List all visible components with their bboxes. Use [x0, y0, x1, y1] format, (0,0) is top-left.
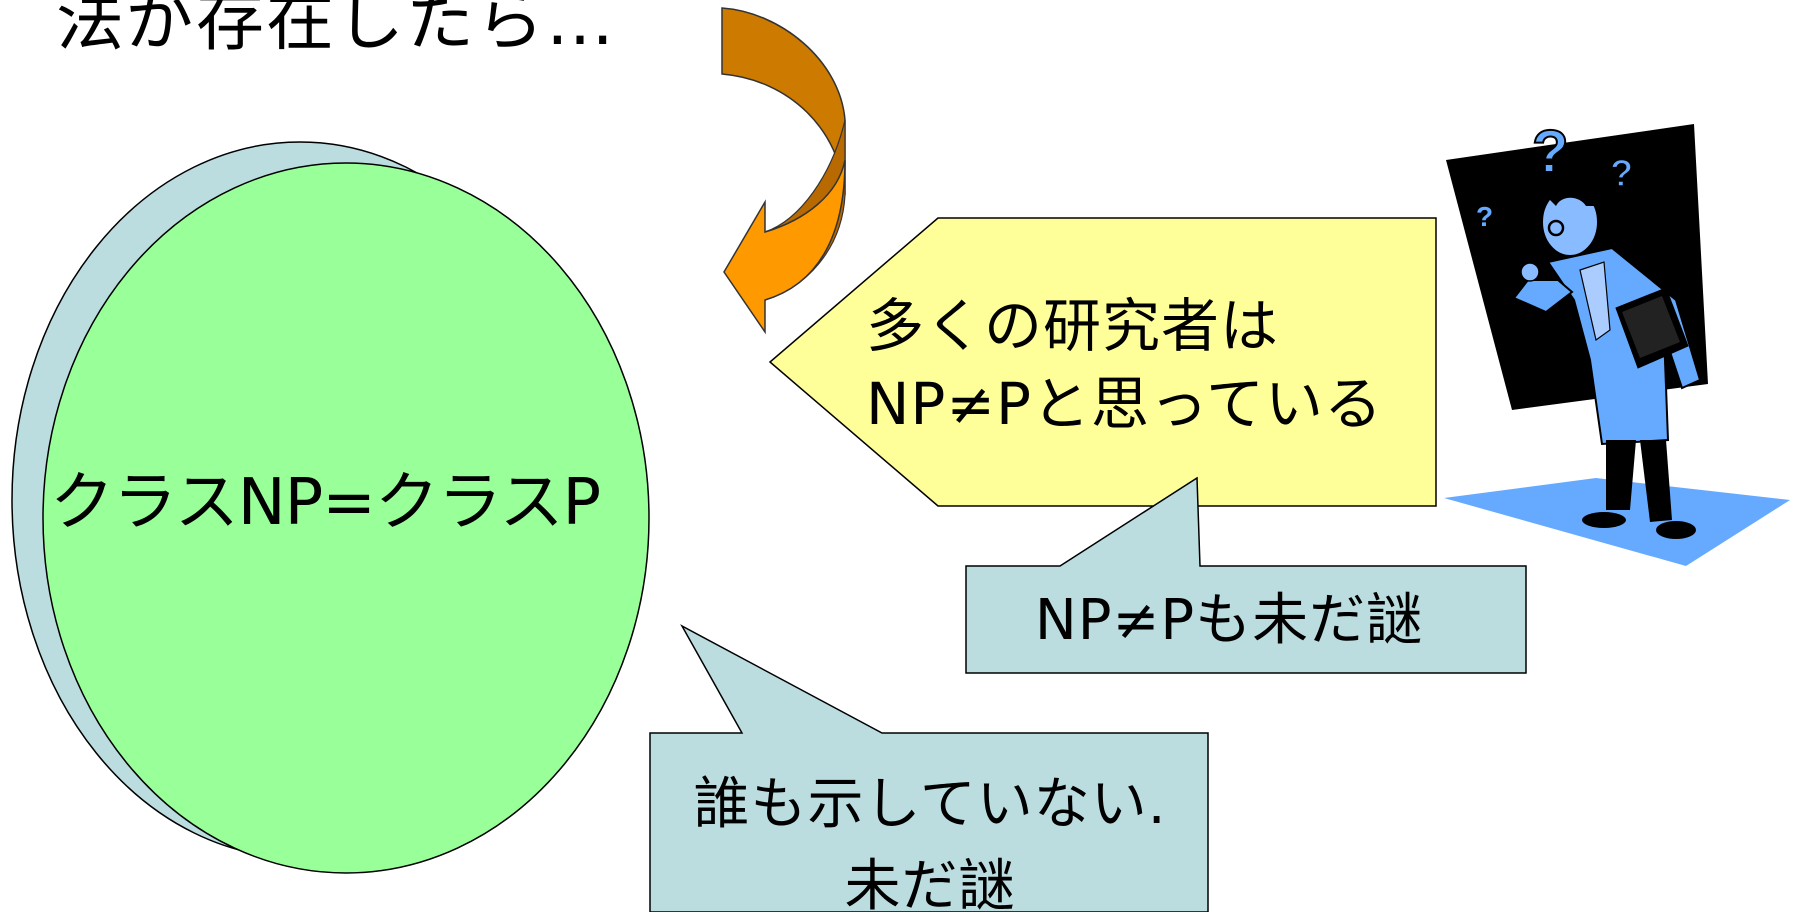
- slide-title-fragment: 法が存在したら…: [56, 0, 617, 61]
- nobody-callout-text: 誰も示していない. 未だ謎: [650, 764, 1210, 912]
- puzzled-scientist-icon: ? ? ?: [1444, 117, 1790, 566]
- np-equals-p-circle: [11, 141, 650, 874]
- svg-text:?: ?: [1610, 153, 1633, 195]
- np-ne-p-callout-text: NP≠Pも未だ謎: [1034, 588, 1424, 653]
- nobody-callout-line-1: 誰も示していない.: [693, 772, 1167, 837]
- circle-label: クラスNP=クラスP: [50, 466, 601, 540]
- researchers-callout-line-1: 多くの研究者は: [866, 292, 1280, 360]
- svg-text:?: ?: [1476, 201, 1493, 232]
- researchers-callout-line-2: NP≠Pと思っている: [866, 370, 1384, 438]
- nobody-callout-line-2: 未だ謎: [844, 854, 1016, 912]
- np-ne-p-callout-shape: [965, 476, 1527, 674]
- researchers-callout-text: 多くの研究者は NP≠Pと思っている: [866, 287, 1383, 443]
- curved-arrow-icon: [721, 7, 846, 335]
- nobody-callout-shape: [649, 624, 1209, 912]
- svg-text:?: ?: [1532, 118, 1569, 185]
